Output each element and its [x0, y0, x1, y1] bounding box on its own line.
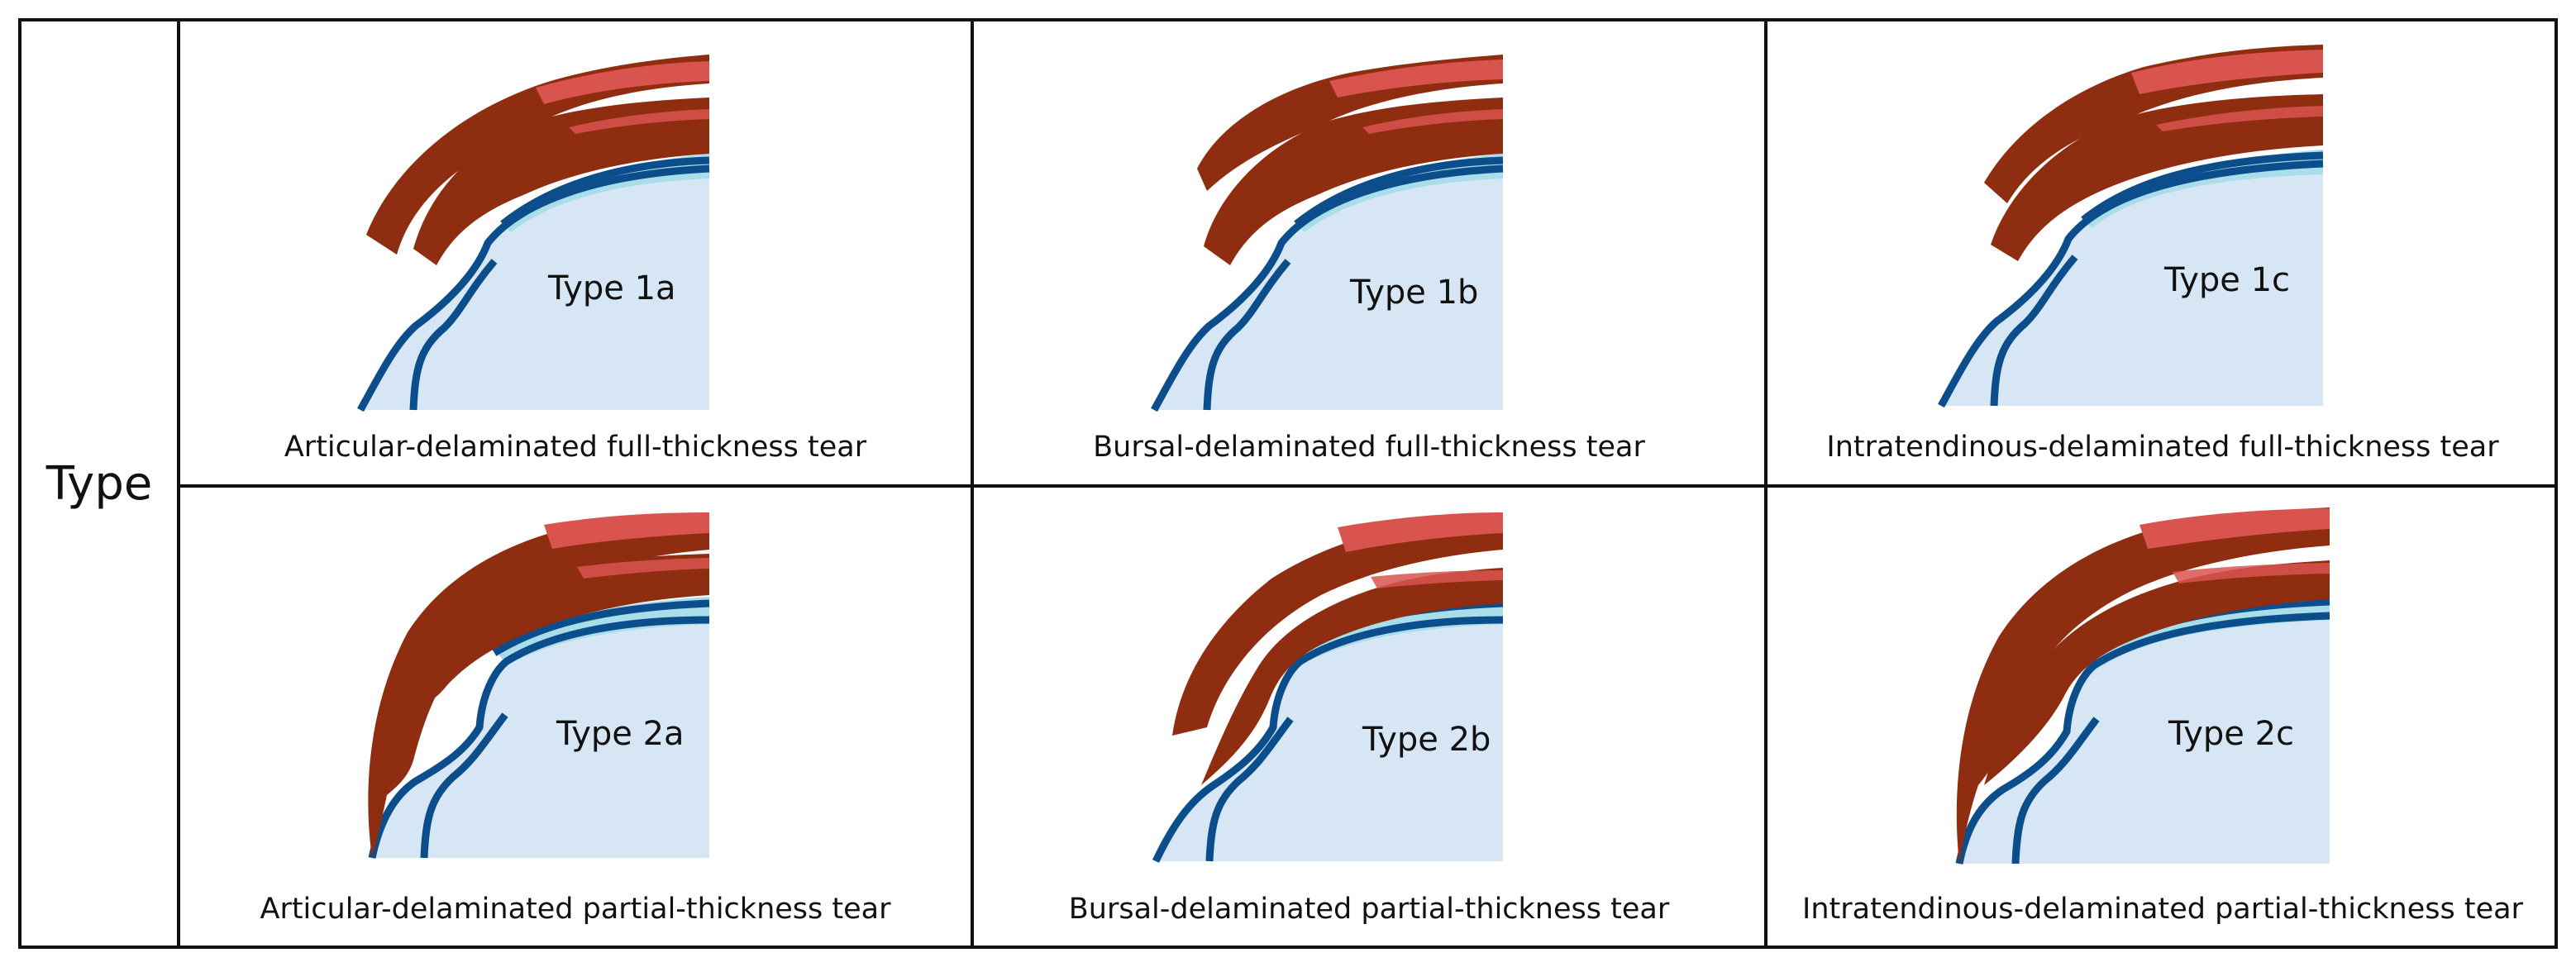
tendon-highlight	[536, 61, 709, 104]
caption: Bursal-delaminated partial-thickness tea…	[1068, 893, 1670, 926]
illustration-type-1a	[357, 55, 710, 412]
row-header: Type	[21, 21, 177, 946]
tendon-highlight	[1362, 109, 1503, 134]
tendon-highlight	[569, 109, 709, 134]
bone-outline	[2081, 151, 2324, 223]
grid-line-vertical	[1764, 21, 1767, 946]
grid-line-horizontal	[177, 484, 2555, 488]
tendon-highlight	[2131, 50, 2323, 94]
type-label: Type 2b	[1362, 721, 1491, 759]
bone-outline	[500, 156, 710, 227]
cell-type-1c: Type 1c Intratendinous-delaminated full-…	[1767, 21, 2558, 484]
bone-outline	[1938, 160, 2324, 408]
bone-outline	[420, 712, 508, 859]
bone-outline	[357, 164, 710, 412]
bone-outline	[368, 616, 710, 859]
bone-outline	[1990, 255, 2078, 407]
tendon-articular-layer	[413, 554, 709, 703]
bone-outline	[2011, 717, 2100, 865]
caption: Intratendinous-delaminated full-thicknes…	[1826, 431, 2499, 464]
humeral-head	[360, 169, 709, 410]
illustration-type-1b	[1151, 55, 1504, 412]
illustration-type-2b	[1152, 512, 1504, 863]
illustration-type-1c	[1938, 45, 2324, 408]
tendon-highlight	[1371, 570, 1503, 588]
humeral-head	[1156, 620, 1503, 861]
humeral-head	[1154, 169, 1503, 410]
bone-outline	[409, 259, 498, 411]
tendon-highlight	[1338, 512, 1503, 552]
tendon-articular-layer	[1984, 560, 2330, 785]
cartilage-layer	[2082, 595, 2330, 671]
illustration-type-2c	[1955, 507, 2330, 865]
row-header-label: Type	[45, 456, 153, 511]
humeral-head	[1941, 164, 2323, 406]
bone-outline	[1955, 612, 2330, 865]
cell-type-1a: Type 1a Articular-delaminated full-thick…	[180, 21, 971, 484]
grid-line-vertical	[177, 21, 180, 946]
bone-outline	[1203, 259, 1291, 411]
cell-type-2a: Type 2a Articular-delaminated partial-th…	[180, 488, 971, 946]
bone-outline	[1205, 717, 1294, 862]
cell-type-2b: Type 2b Bursal-delaminated partial-thick…	[974, 488, 1764, 946]
tendon-highlight	[577, 558, 709, 579]
type-label: Type 1b	[1350, 274, 1479, 312]
tendon-highlight	[2140, 508, 2330, 549]
tendon-articular-layer	[1991, 94, 2323, 261]
grid-line-vertical	[971, 21, 974, 946]
illustration-type-2a	[368, 512, 710, 859]
tendon-highlight	[544, 512, 709, 549]
cell-type-1b: Type 1b Bursal-delaminated full-thicknes…	[974, 21, 1764, 484]
classification-table: Type Type 1a Articular-delaminated full-…	[18, 18, 2558, 949]
bone-outline	[1294, 156, 1504, 227]
humeral-head	[372, 620, 709, 858]
bone-outline	[492, 599, 710, 656]
tendon-bursal-layer	[1197, 55, 1503, 191]
tendon-bursal-layer	[1984, 45, 2323, 203]
bone-outline	[1152, 616, 1504, 863]
humeral-head	[1959, 616, 2330, 864]
tendon-highlight	[2173, 563, 2330, 584]
tendon-articular-layer	[1201, 568, 1503, 785]
type-label: Type 1a	[548, 269, 676, 307]
tendon-outer	[368, 512, 709, 858]
caption: Articular-delaminated full-thickness tea…	[284, 431, 867, 464]
caption: Articular-delaminated partial-thickness …	[260, 893, 891, 926]
cell-type-2c: Type 2c Intratendinous-delaminated parti…	[1767, 488, 2558, 946]
caption: Intratendinous-delaminated partial-thick…	[1802, 893, 2523, 926]
tendon-highlight	[1329, 60, 1503, 98]
tendon-outer	[1956, 507, 2330, 864]
tendon-articular-layer	[1204, 98, 1503, 265]
type-label: Type 2a	[556, 715, 685, 753]
type-label: Type 1c	[2164, 261, 2291, 299]
tendon-highlight	[2156, 106, 2323, 131]
type-label: Type 2c	[2168, 715, 2295, 753]
tendon-articular-layer	[413, 98, 709, 265]
bone-outline	[1151, 164, 1504, 412]
caption: Bursal-delaminated full-thickness tear	[1093, 431, 1645, 464]
